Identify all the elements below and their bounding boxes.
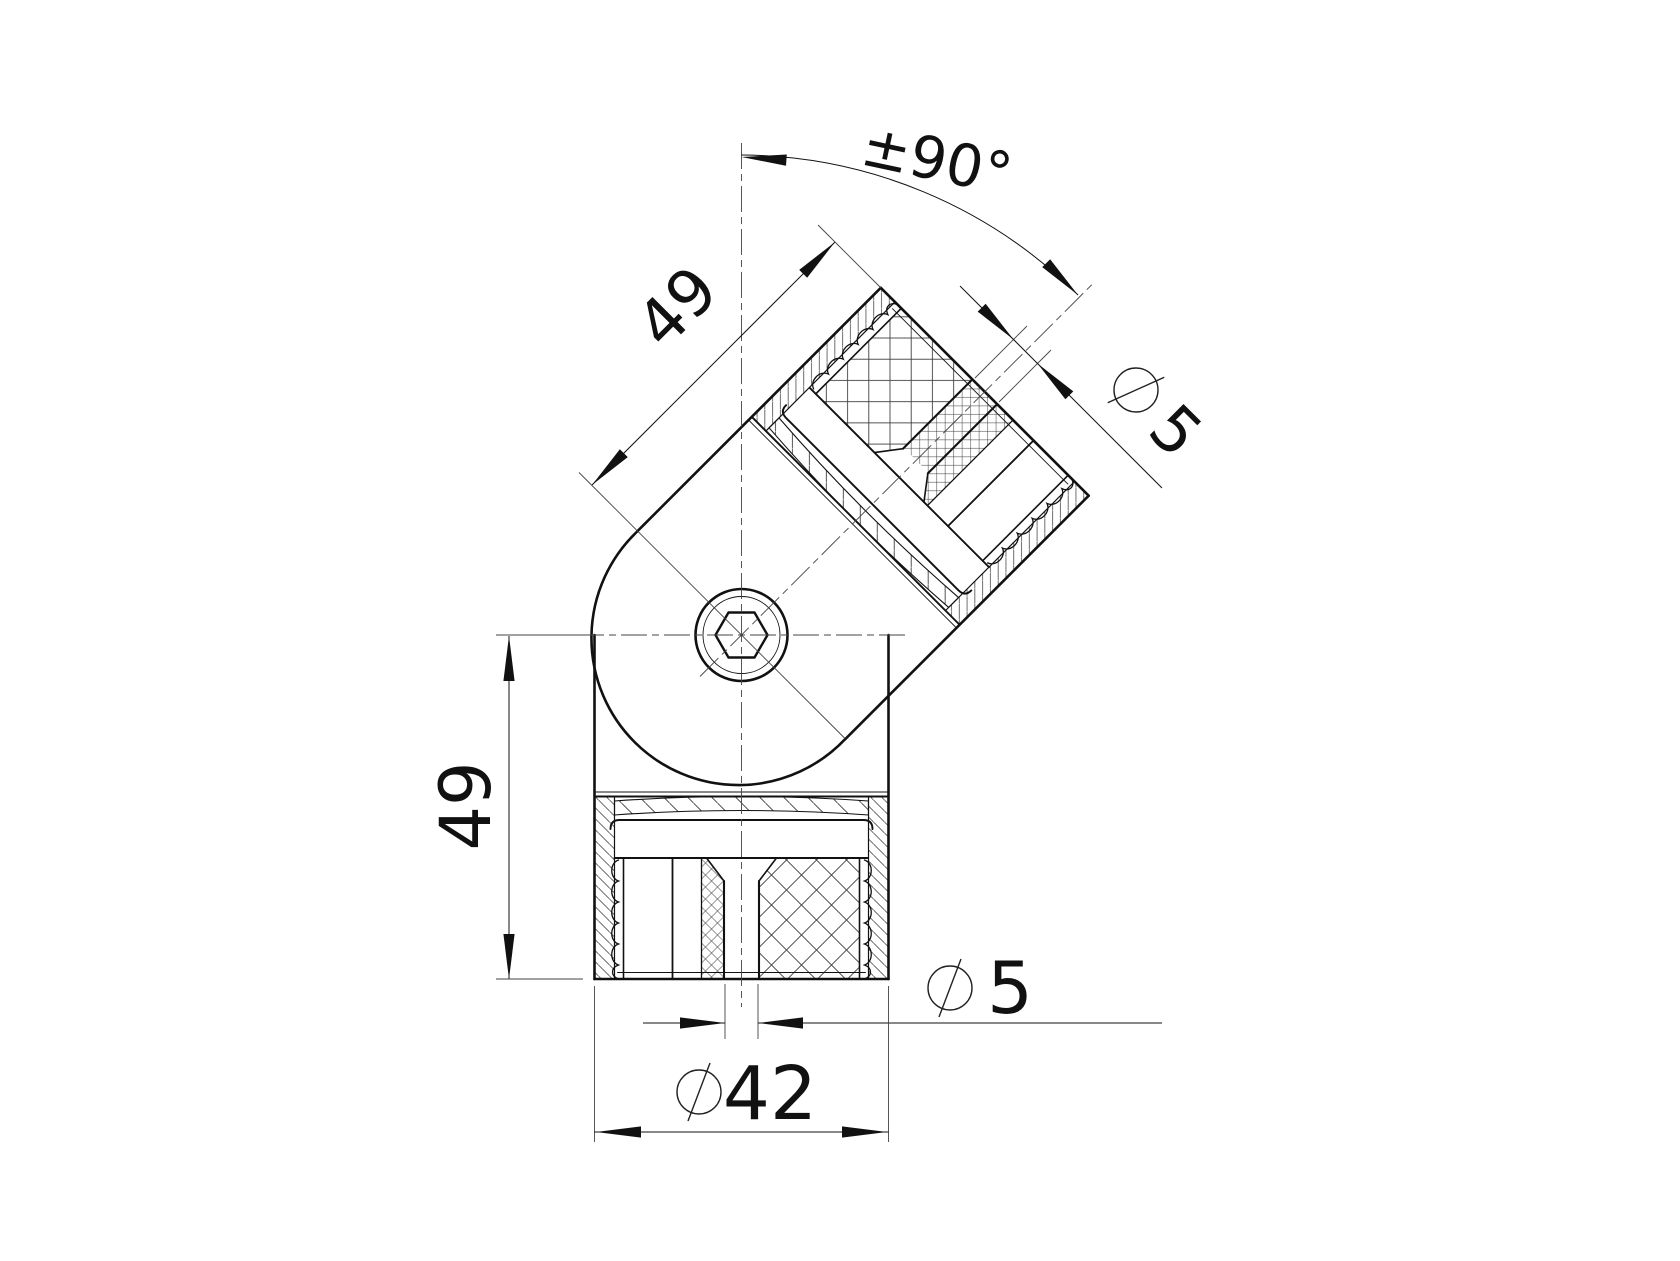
angle-dimension: ±90°	[741, 111, 1082, 299]
diameter-symbol	[676, 1062, 722, 1122]
upper-hole-dimension: 5	[959, 285, 1215, 489]
upper-hole-label: 5	[1134, 391, 1215, 472]
centerlines	[578, 143, 1094, 1007]
lower-hole-dimension: 5	[643, 946, 1162, 1039]
angle-label: ±90°	[856, 111, 1018, 209]
pivot-lobe-arc	[590, 530, 847, 787]
upper-arm-length-label: 49	[623, 253, 733, 363]
pivot-perpendicular-line	[578, 472, 846, 739]
outer-diameter-dimension: 42	[594, 986, 889, 1142]
diameter-symbol	[927, 958, 973, 1018]
outer-diameter-label: 42	[723, 1051, 817, 1137]
upper-axis-centerline	[699, 283, 1094, 677]
lower-hole-label: 5	[987, 946, 1033, 1030]
body-length-dimension: 49	[425, 634, 583, 980]
body-length-label: 49	[425, 761, 507, 850]
